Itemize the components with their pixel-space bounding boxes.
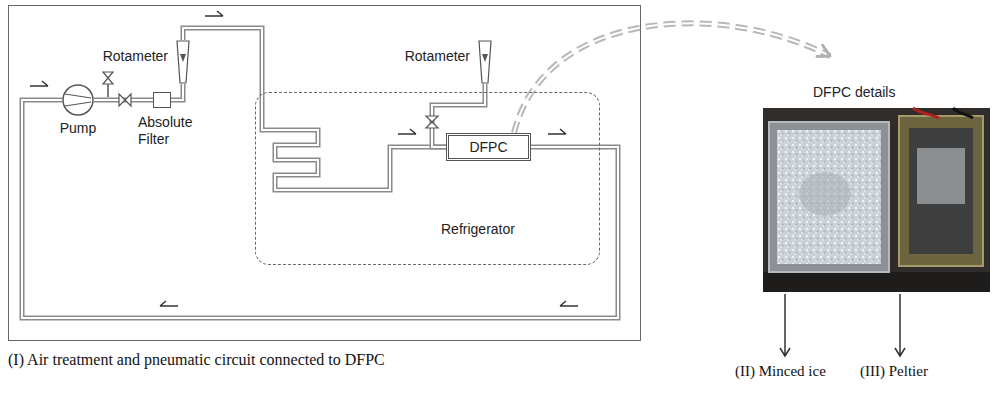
dfpc-node: DFPC [446,133,531,161]
photo-node: DFPC details [763,56,990,292]
pipe-connector [171,84,183,100]
flow-arrow [160,301,178,306]
rotameter-tube [177,41,189,83]
pointer-line [514,23,830,133]
leader-arrows [780,294,905,356]
part-label: (III) Peltier [860,362,928,380]
node-label: DFPC [469,139,507,156]
flow-arrows [30,11,578,306]
ice-tray [769,122,889,272]
node-label: Pump [60,120,97,137]
rotameter-float [180,54,186,62]
leader-arrow [780,294,790,356]
minced-ice [777,130,881,264]
node-label: Refrigerator [441,221,515,238]
filter-node: Absolute Filter [138,92,208,152]
pump-symbol [62,84,94,116]
arrow-head [817,45,830,56]
leader-arrow [895,294,905,356]
panel-frame [9,6,641,341]
valve-symbol [426,116,438,128]
flow-arrow [30,81,48,86]
pipe-inner [22,100,618,318]
pump-lines [65,94,91,106]
pipe-connector [22,100,618,318]
wire [953,108,973,118]
pipe-outer [171,84,183,100]
flow-arrow [548,129,566,134]
pointer-line [514,23,830,133]
node-label: Absolute Filter [138,114,204,148]
rotameter-symbol [478,40,492,84]
flow-arrow [560,301,578,306]
node-label: DFPC details [813,84,895,101]
rotameter-symbol [176,40,190,84]
ice-patch [799,172,851,216]
rotameter-tube [479,41,491,83]
flow-arrow [205,11,223,16]
part-label: (II) Minced ice [735,362,826,380]
pipe-outer [22,100,618,318]
filter-box [153,92,171,108]
detail-pointer [514,23,830,133]
pump-circle [63,85,93,115]
photo-shadow [763,272,990,292]
dfpc-photo [763,108,990,292]
node-label: Rotameter [405,48,470,65]
flow-arrow [398,129,416,134]
panel-caption: (I) Air treatment and pneumatic circuit … [8,350,385,369]
valve-stem [107,84,109,97]
valve-symbol [103,72,113,84]
node-label: Rotameter [103,48,168,65]
rot-node: Rotameter [93,38,193,86]
pump-node: Pump [52,84,104,140]
rotameter-float [482,54,488,62]
photo-ground [763,108,990,292]
rot-node: Rotameter [395,38,495,86]
peltier-frame [899,116,983,266]
fridge-node: Refrigerator DFPC [255,92,600,265]
wire [913,108,939,118]
pipe-inner [171,84,183,100]
peltier-inner [909,128,973,254]
valve-symbol [119,94,131,106]
peltier-cell [917,148,965,204]
